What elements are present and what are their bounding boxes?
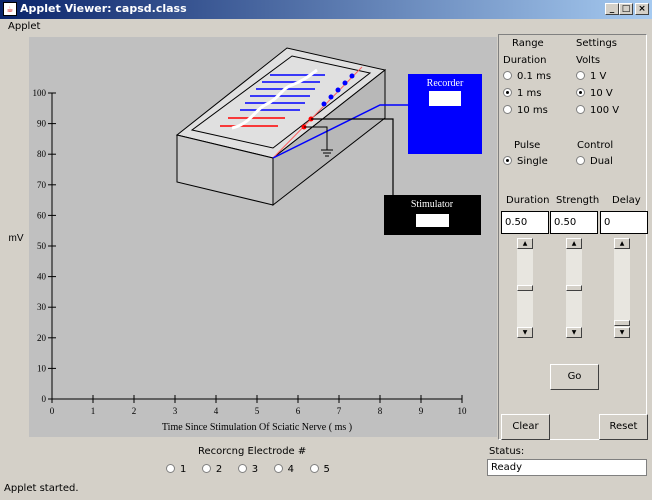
duration-field[interactable]: 0.50 <box>501 211 549 234</box>
radio-selected-icon[interactable] <box>576 87 585 97</box>
y-tick-label: 90 <box>37 119 47 129</box>
radio-icon[interactable] <box>576 104 585 114</box>
y-tick-label: 80 <box>37 149 47 159</box>
scroll-up-icon[interactable]: ▲ <box>566 238 582 249</box>
close-button[interactable]: × <box>635 3 649 15</box>
duration-option-1ms[interactable]: 1 ms <box>503 87 542 99</box>
volts-option-10v[interactable]: 10 V <box>576 87 613 99</box>
x-tick-label: 1 <box>91 406 96 416</box>
nerve-chamber-illustration <box>175 47 408 207</box>
recorder-label: Recorder <box>427 78 464 89</box>
duration-scrollbar[interactable]: ▲ ▼ <box>517 238 533 338</box>
y-tick-label: 10 <box>37 363 47 373</box>
electrode-option-3[interactable]: 3 <box>237 463 258 475</box>
radio-icon[interactable] <box>576 155 585 165</box>
radio-icon[interactable] <box>503 70 512 80</box>
status-field: Ready <box>487 459 647 476</box>
electrode-option-2[interactable]: 2 <box>201 463 222 475</box>
x-tick-label: 10 <box>458 406 468 416</box>
stimulator-display <box>416 214 449 227</box>
maximize-button[interactable]: □ <box>619 3 633 15</box>
y-tick-label: 50 <box>37 241 47 251</box>
stimulator-label: Stimulator <box>411 199 454 210</box>
y-axis-label: mV <box>9 233 24 244</box>
delay-scrollbar[interactable]: ▲ ▼ <box>614 238 630 338</box>
y-tick-label: 20 <box>37 333 47 343</box>
x-axis-label: Time Since Stimulation Of Sciatic Nerve … <box>162 422 352 433</box>
radio-selected-icon[interactable] <box>503 87 512 97</box>
x-tick-label: 3 <box>173 406 178 416</box>
applet-status-text: Applet started. <box>4 483 79 494</box>
electrode-option-5[interactable]: 5 <box>309 463 330 475</box>
x-tick-label: 0 <box>50 406 55 416</box>
x-tick-label: 2 <box>132 406 137 416</box>
y-tick-label: 100 <box>33 88 47 98</box>
recorder-display <box>429 91 461 106</box>
radio-icon[interactable] <box>201 463 211 473</box>
volts-option-100v[interactable]: 100 V <box>576 104 619 116</box>
x-ticks: 0 1 2 3 4 5 6 7 8 9 10 <box>50 395 467 416</box>
status-label: Status: <box>489 446 525 457</box>
duration-group-label: Duration <box>503 55 547 66</box>
x-tick-label: 6 <box>296 406 301 416</box>
volts-group-label: Volts <box>576 55 601 66</box>
radio-icon[interactable] <box>273 463 283 473</box>
x-tick-label: 7 <box>337 406 342 416</box>
range-header: Range <box>512 38 544 49</box>
duration-option-10ms[interactable]: 10 ms <box>503 104 548 116</box>
pulse-header: Pulse <box>514 140 541 151</box>
scroll-thumb[interactable] <box>614 320 630 326</box>
recorder-box <box>408 74 482 154</box>
x-tick-label: 9 <box>419 406 424 416</box>
duration-option-0-1ms[interactable]: 0.1 ms <box>503 70 551 82</box>
x-tick-label: 4 <box>214 406 219 416</box>
scroll-thumb[interactable] <box>517 285 533 291</box>
delay-field[interactable]: 0 <box>600 211 648 234</box>
duration-column-label: Duration <box>506 195 550 206</box>
radio-icon[interactable] <box>309 463 319 473</box>
y-tick-label: 0 <box>42 394 47 404</box>
x-tick-label: 8 <box>378 406 383 416</box>
radio-icon[interactable] <box>503 104 512 114</box>
electrode-radio-group: 1 2 3 4 5 <box>166 462 330 475</box>
strength-scrollbar[interactable]: ▲ ▼ <box>566 238 582 338</box>
strength-field[interactable]: 0.50 <box>550 211 598 234</box>
scroll-down-icon[interactable]: ▼ <box>614 327 630 338</box>
scroll-up-icon[interactable]: ▲ <box>614 238 630 249</box>
y-tick-label: 70 <box>37 180 47 190</box>
y-tick-label: 30 <box>37 302 47 312</box>
y-tick-label: 40 <box>37 272 47 282</box>
control-header: Control <box>577 140 614 151</box>
volts-option-1v[interactable]: 1 V <box>576 70 606 82</box>
strength-column-label: Strength <box>556 195 600 206</box>
radio-icon[interactable] <box>237 463 247 473</box>
radio-icon[interactable] <box>576 70 585 80</box>
scroll-thumb[interactable] <box>566 285 582 291</box>
x-tick-label: 5 <box>255 406 260 416</box>
delay-column-label: Delay <box>612 195 641 206</box>
java-app-icon: ☕ <box>3 2 17 16</box>
scroll-down-icon[interactable]: ▼ <box>566 327 582 338</box>
go-button[interactable]: Go <box>550 364 599 390</box>
y-tick-label: 60 <box>37 210 47 220</box>
control-dual-option[interactable]: Dual <box>576 155 613 167</box>
electrode-option-4[interactable]: 4 <box>273 463 294 475</box>
clear-button[interactable]: Clear <box>501 414 550 440</box>
title-bar <box>0 0 652 19</box>
electrode-label: Recorcng Electrode # <box>198 446 307 457</box>
scroll-down-icon[interactable]: ▼ <box>517 327 533 338</box>
window-title: Applet Viewer: capsd.class <box>20 2 187 15</box>
radio-selected-icon[interactable] <box>503 155 512 165</box>
menu-applet[interactable]: Applet <box>8 21 41 32</box>
radio-icon[interactable] <box>166 463 175 473</box>
electrode-option-1[interactable]: 1 <box>166 463 186 475</box>
pulse-single-option[interactable]: Single <box>503 155 548 167</box>
scroll-up-icon[interactable]: ▲ <box>517 238 533 249</box>
settings-header: Settings <box>576 38 618 49</box>
minimize-button[interactable]: _ <box>605 3 619 15</box>
reset-button[interactable]: Reset <box>599 414 648 440</box>
